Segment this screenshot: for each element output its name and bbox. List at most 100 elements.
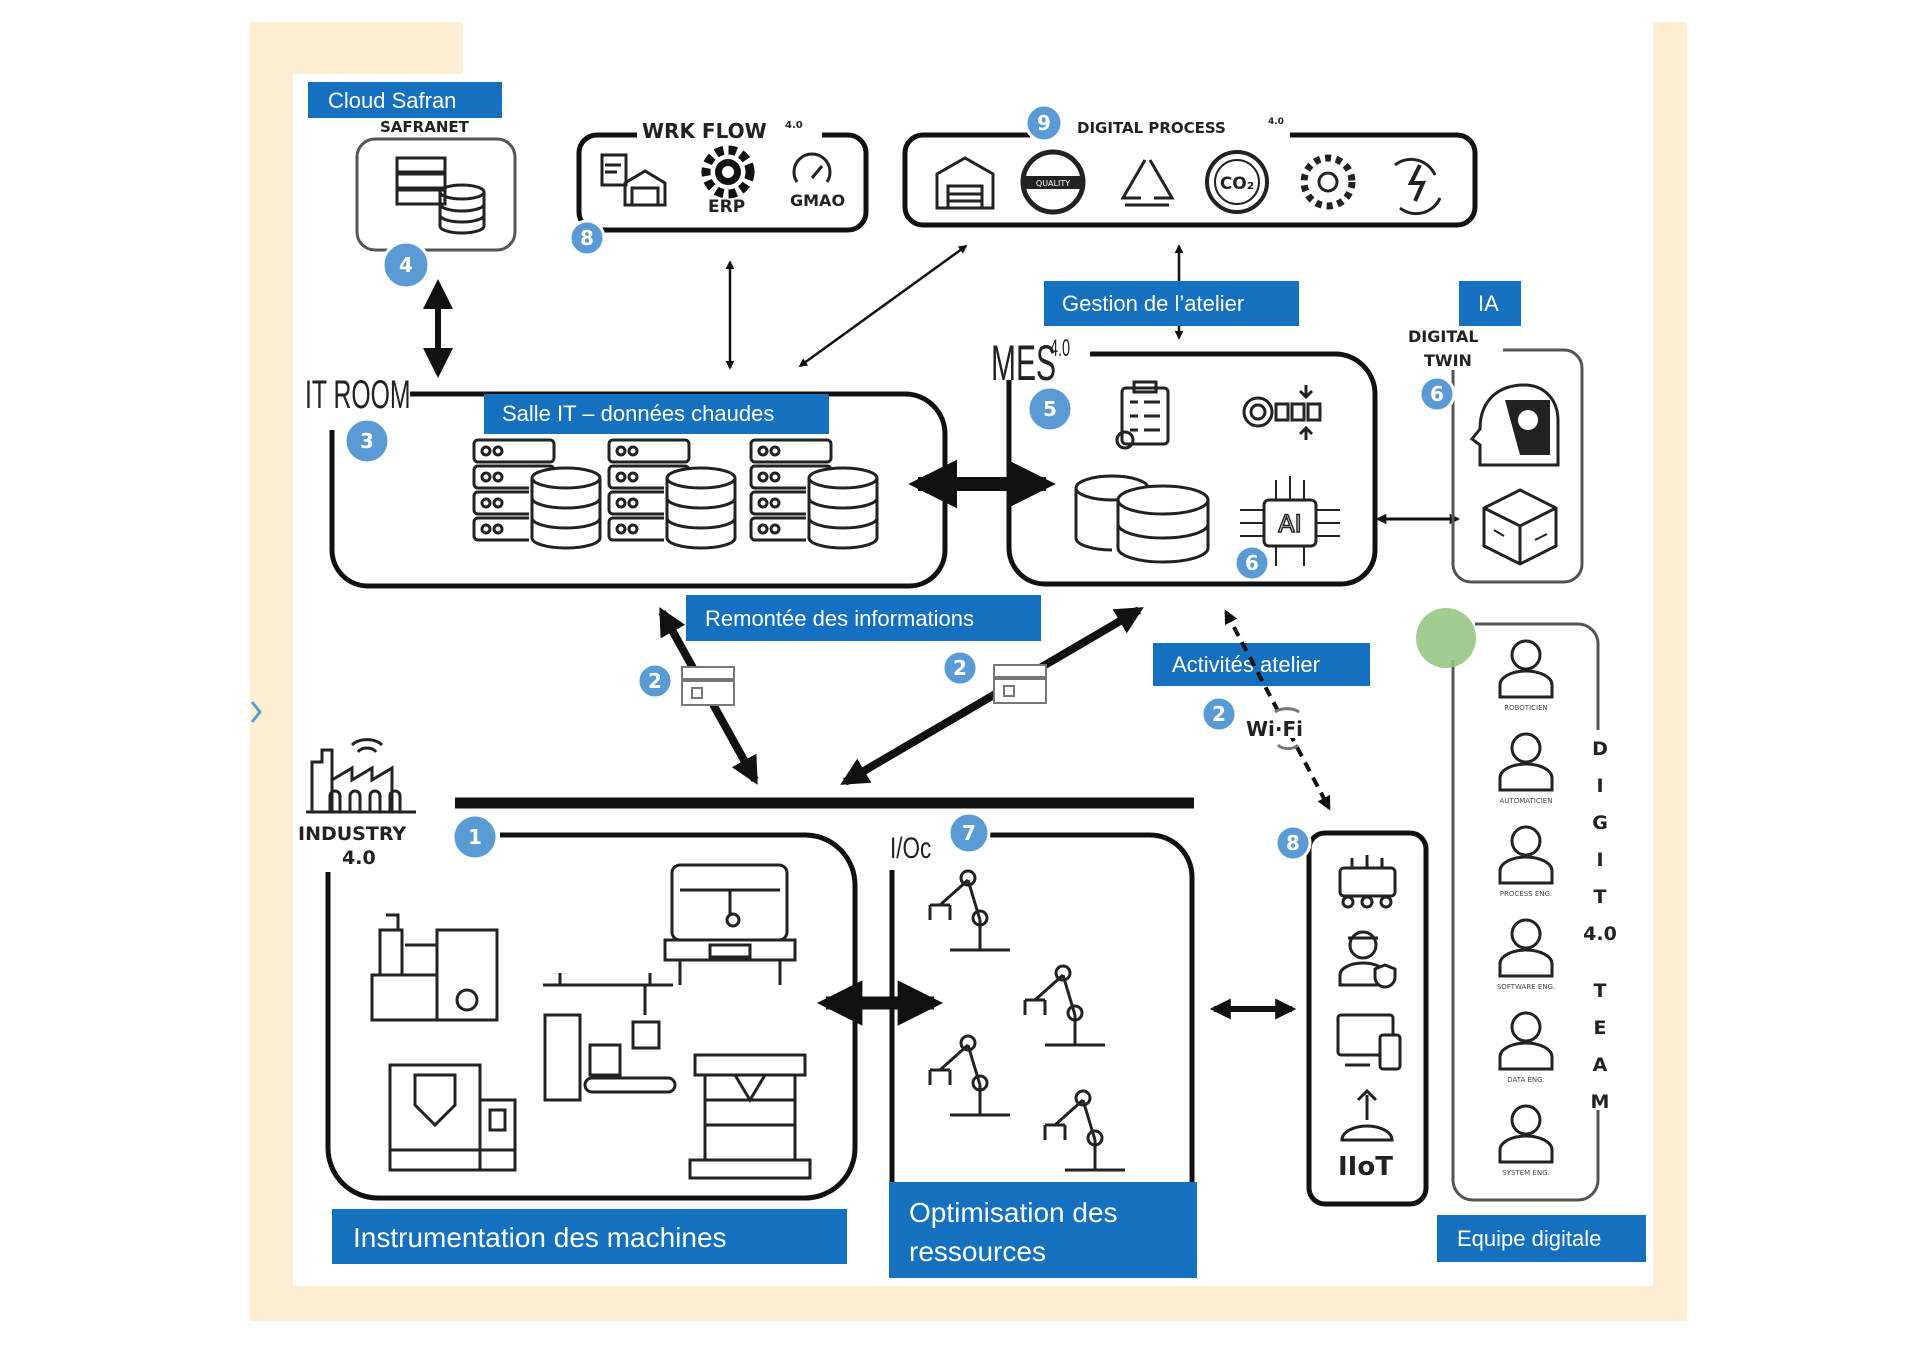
badge-5 bbox=[1026, 385, 1074, 433]
badge-2-middle-number: 2 bbox=[953, 656, 967, 680]
digital-twin-box bbox=[1451, 348, 1584, 584]
team-member-icon bbox=[1498, 918, 1554, 978]
server-database-icon bbox=[749, 438, 879, 550]
badge-3-number: 3 bbox=[360, 429, 374, 453]
salle-it-label: Salle IT – données chaudes bbox=[502, 401, 774, 426]
injection-machine-icon bbox=[370, 913, 499, 1022]
industry-title-1: INDUSTRY bbox=[298, 823, 406, 845]
digital-twin-title-1: DIGITAL bbox=[1408, 327, 1479, 346]
machines-box bbox=[325, 832, 858, 1201]
cloud-safran-group: Cloud Safran SAFRANET 4 bbox=[308, 82, 517, 378]
badge-9-number: 9 bbox=[1037, 111, 1051, 135]
robot-arm-icon bbox=[928, 1034, 1010, 1117]
equipe-label: Equipe digitale bbox=[1457, 1226, 1601, 1251]
warehouse-icon bbox=[935, 156, 995, 210]
badge-3 bbox=[343, 417, 391, 465]
mes-group: MES 4.0 Gestion de l’atelier 5 AI 6 bbox=[991, 281, 1461, 587]
badge-6-ai bbox=[1233, 544, 1271, 582]
wifi-label: Wi·Fi bbox=[1246, 717, 1303, 741]
badge-7-number: 7 bbox=[962, 821, 976, 845]
safranet-title: SAFRANET bbox=[380, 118, 470, 136]
badge-8-iiot-number: 8 bbox=[1286, 831, 1300, 855]
resources-title: I/Oc bbox=[890, 831, 931, 865]
team-member-icon bbox=[1498, 825, 1554, 885]
team-role-label: ROBOTICIEN bbox=[1504, 704, 1548, 712]
server-database-icon bbox=[472, 438, 602, 550]
team-vertical-letter: T bbox=[1594, 980, 1607, 1002]
salle-it-label-bg bbox=[484, 394, 829, 434]
assembly-line-icon bbox=[543, 973, 677, 1102]
badge-6-twin-number: 6 bbox=[1430, 382, 1444, 406]
badge-1 bbox=[451, 813, 499, 861]
team-member-icon bbox=[1498, 732, 1554, 792]
badge-8-workflow-number: 8 bbox=[580, 226, 594, 250]
badge-9 bbox=[1024, 103, 1064, 143]
digital-process-group: 9 DIGITAL PROCESS 4.0 QUALITY CO₂ bbox=[798, 103, 1478, 368]
erp-label: ERP bbox=[708, 197, 745, 217]
co2-text: CO₂ bbox=[1220, 174, 1254, 194]
team-member-icon bbox=[1498, 1104, 1554, 1164]
optimisation-label-1: Optimisation des bbox=[909, 1197, 1118, 1228]
robot-arm-icon bbox=[928, 869, 1010, 952]
resources-box bbox=[889, 832, 1195, 1188]
equipe-label-bg bbox=[1437, 1215, 1646, 1262]
badge-6-ai-number: 6 bbox=[1245, 551, 1259, 575]
team-vertical-letter: E bbox=[1594, 1017, 1607, 1039]
factory-document-icon bbox=[600, 153, 667, 207]
cloud-label: Cloud Safran bbox=[328, 88, 456, 113]
team-member-icon bbox=[1498, 639, 1554, 699]
robot-arm-icon bbox=[1043, 1089, 1125, 1172]
team-vertical-letter: M bbox=[1591, 1091, 1610, 1113]
team-role-label: AUTOMATICIEN bbox=[1500, 797, 1553, 805]
network-switch-icon bbox=[681, 666, 735, 706]
digital-twin-title-2: TWIN bbox=[1424, 351, 1472, 370]
badge-6-twin bbox=[1418, 375, 1456, 413]
digital-process-it-arrow bbox=[798, 244, 968, 368]
network-switch-icon bbox=[993, 664, 1047, 704]
gmao-label: GMAO bbox=[790, 191, 845, 210]
devices-icon bbox=[1336, 1013, 1402, 1071]
badge-4-number: 4 bbox=[399, 253, 413, 277]
iot-sensor-icon bbox=[1340, 1088, 1394, 1142]
resources-group: I/Oc 7 Optimisation des ressources bbox=[889, 811, 1297, 1278]
maintenance-gauge-icon bbox=[792, 152, 832, 183]
diagram-canvas-top bbox=[463, 22, 1653, 82]
team-role-label: SYSTEM ENG. bbox=[1502, 1169, 1549, 1177]
energy-cycle-icon bbox=[1394, 157, 1442, 216]
badge-2-left-number: 2 bbox=[648, 669, 662, 693]
3d-printer-icon bbox=[663, 863, 797, 985]
server-database-icon bbox=[607, 438, 737, 550]
team-vertical-letter: T bbox=[1594, 886, 1607, 908]
team-role-label: PROCESS ENG. bbox=[1500, 890, 1552, 898]
optimisation-label-2: ressources bbox=[909, 1236, 1046, 1267]
gestion-label-bg bbox=[1044, 281, 1299, 326]
gear-settings-icon bbox=[1300, 154, 1356, 210]
mes-title: MES bbox=[991, 335, 1056, 391]
digital-twin-group: IA DIGITAL TWIN 6 bbox=[1405, 281, 1584, 584]
robot-arm-icon bbox=[1023, 964, 1105, 1047]
iiot-group: 8 IIoT bbox=[1274, 824, 1429, 1207]
workflow-title: WRK FLOW bbox=[642, 119, 767, 143]
badge-2-middle bbox=[941, 649, 979, 687]
badge-2-left bbox=[636, 662, 674, 700]
industry-group: INDUSTRY 4.0 1 Instrumentation des machi… bbox=[298, 738, 944, 1264]
badge-5-number: 5 bbox=[1043, 397, 1057, 421]
workflow-group: WRK FLOW 4.0 ERP GMAO 8 bbox=[568, 119, 869, 370]
mes-sup: 4.0 bbox=[1050, 335, 1070, 362]
left-chevron-icon[interactable] bbox=[250, 701, 262, 723]
team-vertical-letter: I bbox=[1596, 849, 1603, 871]
recycle-icon bbox=[1120, 159, 1175, 207]
instrumentation-label: Instrumentation des machines bbox=[353, 1222, 727, 1253]
team-member-icon bbox=[1498, 1011, 1554, 1071]
ia-label: IA bbox=[1478, 291, 1499, 316]
co2-icon: CO₂ bbox=[1205, 150, 1269, 214]
team-vertical-letter: A bbox=[1593, 1054, 1608, 1076]
smart-factory-icon bbox=[306, 738, 416, 814]
cnc-machine-icon bbox=[388, 1063, 517, 1172]
team-box bbox=[1451, 622, 1600, 1202]
badge-2-wifi-number: 2 bbox=[1212, 702, 1226, 726]
badge-8-workflow bbox=[568, 219, 606, 257]
it-room-group: IT ROOM Salle IT – données chaudes 3 bbox=[305, 373, 1056, 589]
it-room-box bbox=[329, 391, 948, 589]
